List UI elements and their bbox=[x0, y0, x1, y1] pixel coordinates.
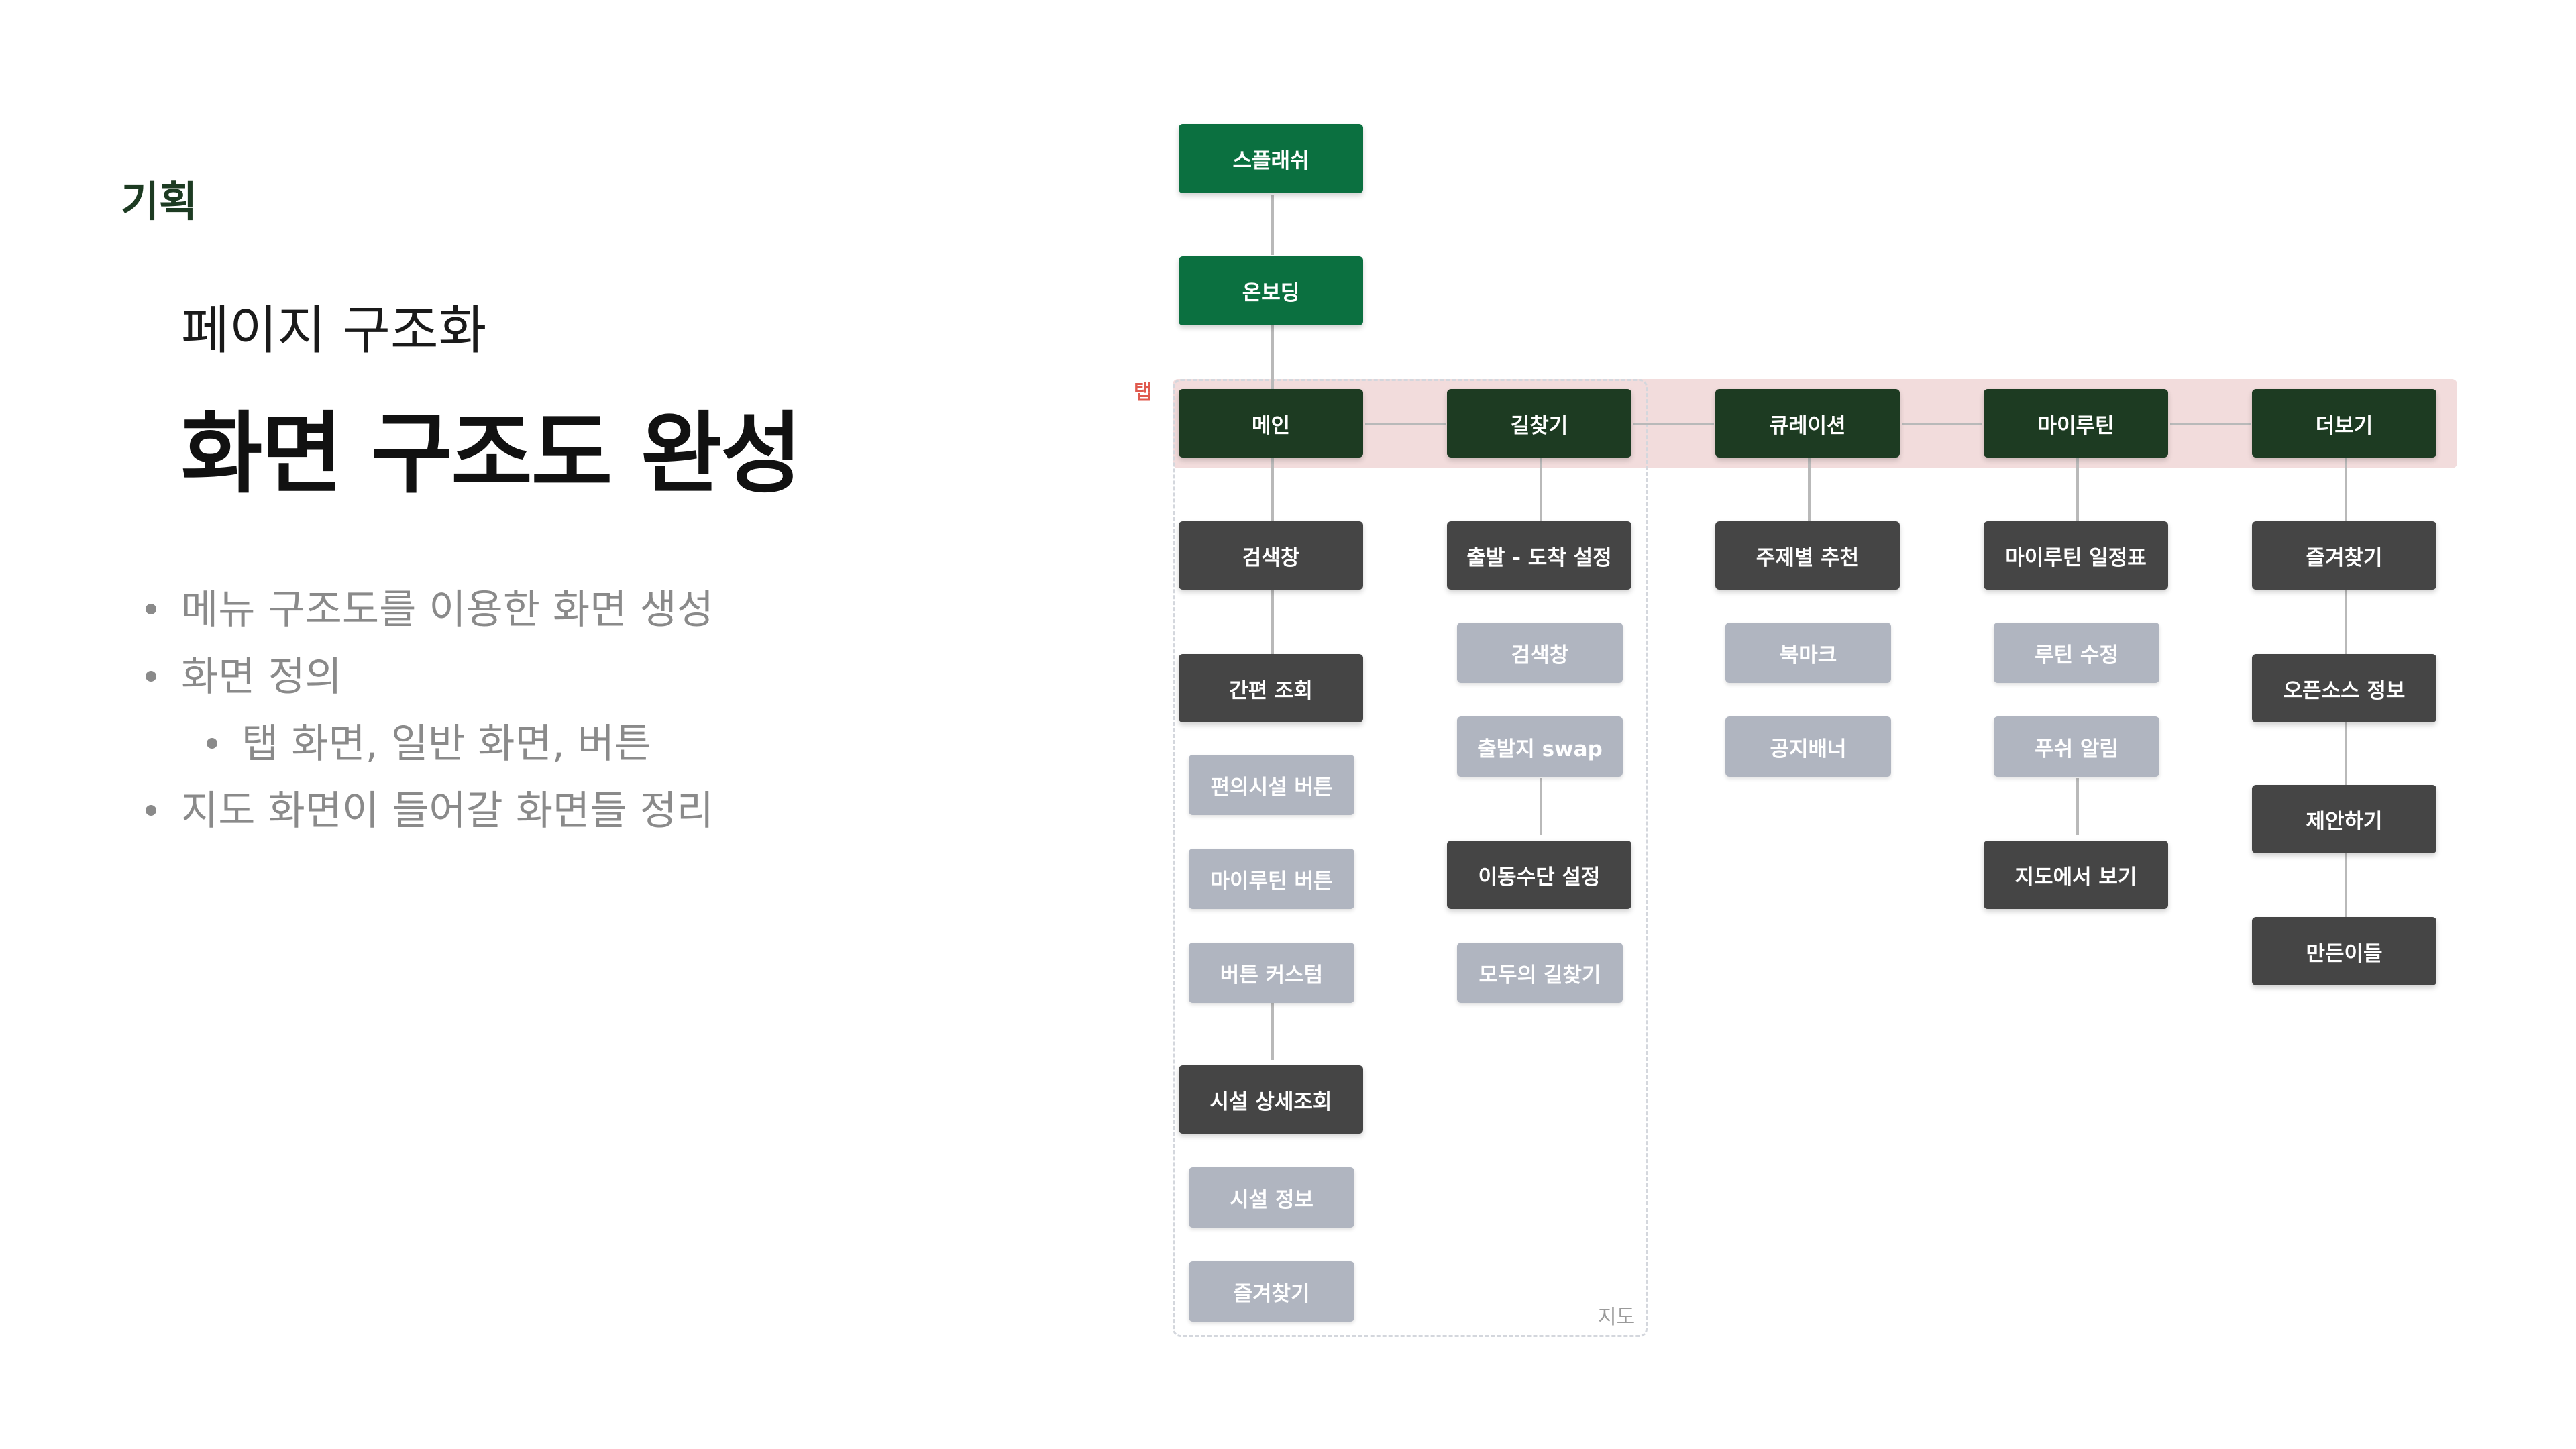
bullet-item: 화면 정의 bbox=[146, 644, 342, 702]
connector-line bbox=[1540, 458, 1542, 521]
connector-line bbox=[1633, 423, 1714, 425]
connector-line bbox=[1540, 778, 1542, 835]
button-node-bookmark: 북마크 bbox=[1725, 623, 1891, 683]
bullet-item: 지도 화면이 들어갈 화면들 정리 bbox=[146, 778, 714, 837]
screen-node-topic-recommend: 주제별 추천 bbox=[1715, 521, 1900, 590]
screen-node-opensource: 오픈소스 정보 bbox=[2252, 654, 2436, 722]
section-label: 기획 bbox=[121, 177, 198, 226]
button-node-everyone-route: 모두의 길찾기 bbox=[1457, 943, 1623, 1003]
bullet-item: 메뉴 구조도를 이용한 화면 생성 bbox=[146, 577, 714, 635]
connector-line bbox=[2345, 853, 2347, 917]
button-node-custom: 버튼 커스텀 bbox=[1189, 943, 1354, 1003]
page-subtitle: 페이지 구조화 bbox=[181, 301, 487, 361]
bullet-dot-icon bbox=[146, 671, 156, 682]
connector-line bbox=[2076, 458, 2079, 521]
button-node-swap: 출발지 swap bbox=[1457, 716, 1623, 777]
connector-line bbox=[2345, 458, 2347, 521]
tab-group-label: 탭 bbox=[1134, 381, 1152, 405]
bullet-text: 탭 화면, 일반 화면, 버튼 bbox=[241, 720, 652, 767]
connector-line bbox=[1271, 590, 1274, 654]
bullet-dot-icon bbox=[146, 805, 156, 816]
connector-line bbox=[2170, 423, 2251, 425]
node-splash: 스플래쉬 bbox=[1179, 124, 1363, 193]
bullet-text: 지도 화면이 들어갈 화면들 정리 bbox=[181, 788, 714, 835]
connector-line bbox=[1902, 423, 1982, 425]
map-group-outline bbox=[1173, 379, 1648, 1337]
button-node-facility: 편의시설 버튼 bbox=[1189, 755, 1354, 815]
bullet-dot-icon bbox=[207, 738, 217, 749]
map-group-label: 지도 bbox=[1598, 1305, 1635, 1329]
screen-node-search: 검색창 bbox=[1179, 521, 1363, 590]
button-node-route-search: 검색창 bbox=[1457, 623, 1623, 683]
node-onboarding: 온보딩 bbox=[1179, 256, 1363, 325]
connector-line bbox=[2076, 778, 2079, 835]
screen-node-departure-arrival: 출발 - 도착 설정 bbox=[1447, 521, 1631, 590]
connector-line bbox=[1271, 1003, 1274, 1060]
screen-node-transport: 이동수단 설정 bbox=[1447, 841, 1631, 909]
screen-node-suggest: 제안하기 bbox=[2252, 785, 2436, 853]
connector-line bbox=[1271, 195, 1274, 255]
screen-node-facility-detail: 시설 상세조회 bbox=[1179, 1065, 1363, 1134]
button-node-push-alert: 푸쉬 알림 bbox=[1994, 716, 2159, 777]
button-node-routine-edit: 루틴 수정 bbox=[1994, 623, 2159, 683]
screen-node-favorites: 즐겨찾기 bbox=[2252, 521, 2436, 590]
tab-node-curation: 큐레이션 bbox=[1715, 389, 1900, 458]
screen-node-view-on-map: 지도에서 보기 bbox=[1984, 841, 2168, 909]
connector-line bbox=[1365, 423, 1446, 425]
screen-node-quick-view: 간편 조회 bbox=[1179, 654, 1363, 722]
connector-line bbox=[1808, 458, 1811, 521]
button-node-favorite: 즐겨찾기 bbox=[1189, 1261, 1354, 1322]
button-node-routine: 마이루틴 버튼 bbox=[1189, 849, 1354, 909]
bullet-dot-icon bbox=[146, 604, 156, 614]
button-node-notice-banner: 공지배너 bbox=[1725, 716, 1891, 777]
connector-line bbox=[2345, 721, 2347, 785]
bullet-text: 화면 정의 bbox=[181, 653, 342, 700]
bullet-text: 메뉴 구조도를 이용한 화면 생성 bbox=[181, 586, 714, 633]
button-node-facility-info: 시설 정보 bbox=[1189, 1167, 1354, 1228]
tab-node-routine: 마이루틴 bbox=[1984, 389, 2168, 458]
page-title: 화면 구조도 완성 bbox=[181, 402, 802, 506]
connector-line bbox=[2345, 590, 2347, 654]
tab-node-more: 더보기 bbox=[2252, 389, 2436, 458]
tab-node-main: 메인 bbox=[1179, 389, 1363, 458]
tab-node-route: 길찾기 bbox=[1447, 389, 1631, 458]
screen-node-creators: 만든이들 bbox=[2252, 917, 2436, 985]
connector-line bbox=[1271, 458, 1274, 521]
sub-bullet-item: 탭 화면, 일반 화면, 버튼 bbox=[207, 711, 652, 769]
connector-line bbox=[1271, 325, 1274, 389]
screen-node-routine-schedule: 마이루틴 일정표 bbox=[1984, 521, 2168, 590]
